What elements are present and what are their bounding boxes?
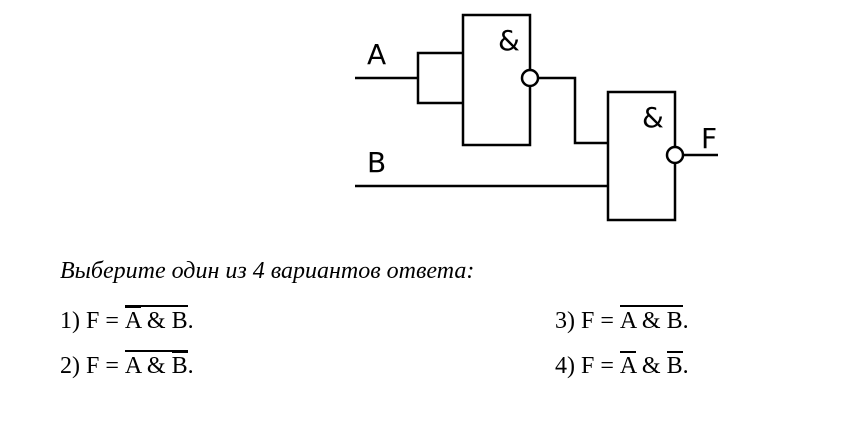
option-4[interactable]: 4) F = A & B. (555, 350, 689, 380)
option-number: 1) F = (60, 308, 125, 334)
var-b-negated: B (171, 351, 188, 379)
label-f: F (701, 122, 717, 155)
option-number: 4) F = (555, 353, 620, 379)
and-op: & (635, 353, 667, 379)
option-number: 3) F = (555, 308, 620, 334)
inverter-bubble-2 (665, 145, 685, 165)
label-b: B (367, 146, 386, 179)
expression-overline: A & B (124, 350, 188, 379)
var-b: B (171, 308, 188, 334)
gate1-and-symbol: & (498, 24, 520, 57)
and-op: & (140, 353, 172, 379)
expression-overline: A & B (619, 305, 683, 334)
period: . (682, 308, 689, 334)
gate2-and-symbol: & (642, 101, 664, 134)
expression-overline: A & B (124, 305, 188, 334)
and-op: & (140, 308, 172, 334)
inverter-bubble-1 (520, 68, 540, 88)
option-3[interactable]: 3) F = A & B. (555, 305, 689, 335)
var-a: A (619, 308, 636, 334)
and-gate-1 (461, 13, 532, 147)
var-a-negated: A (124, 306, 141, 334)
option-1[interactable]: 1) F = A & B. (60, 305, 194, 335)
expression: A & B (619, 350, 683, 379)
option-number: 2) F = (60, 353, 125, 379)
period: . (187, 308, 194, 334)
period: . (682, 353, 689, 379)
var-a-negated: A (619, 351, 636, 379)
wire-a-split (416, 51, 463, 105)
question-text: Выберите один из 4 вариантов ответа: (60, 258, 475, 284)
wire-gate1-to-gate2 (538, 76, 608, 145)
period: . (187, 353, 194, 379)
option-2[interactable]: 2) F = A & B. (60, 350, 194, 380)
var-a: A (124, 353, 141, 379)
label-a: A (367, 38, 386, 71)
var-b: B (666, 308, 683, 334)
var-b-negated: B (666, 351, 683, 379)
and-op: & (635, 308, 667, 334)
